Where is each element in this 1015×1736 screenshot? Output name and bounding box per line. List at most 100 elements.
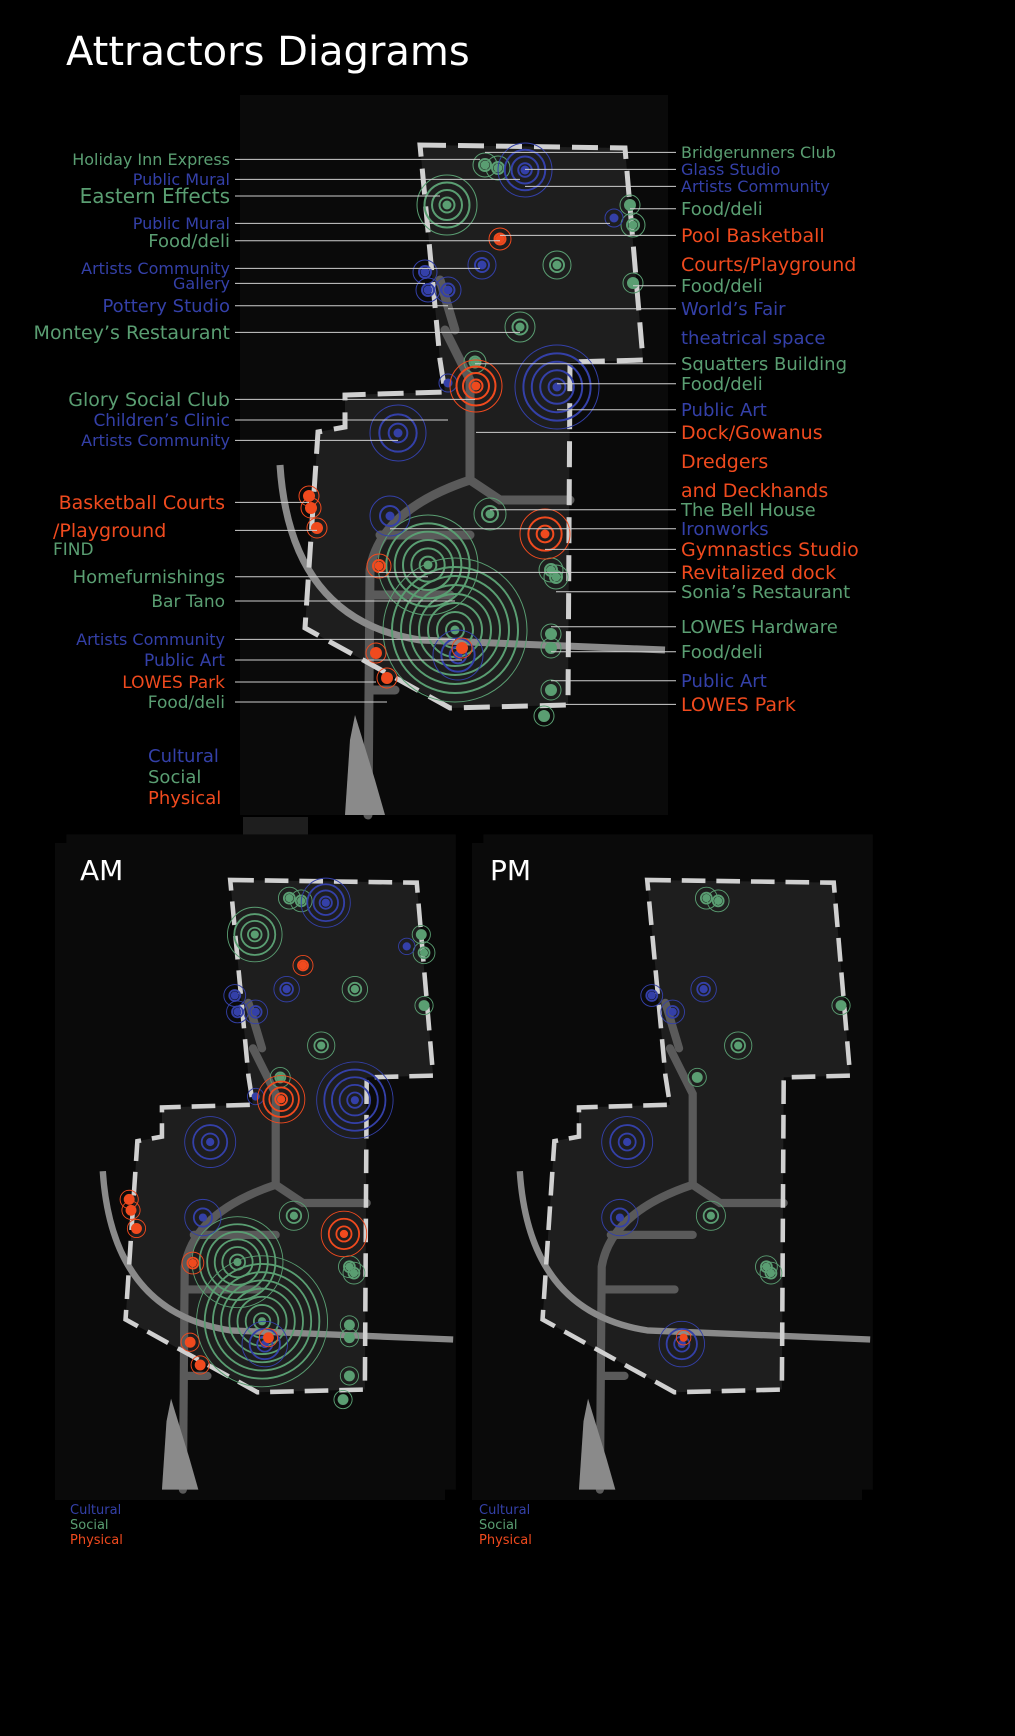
attractor-label: theatrical space (681, 328, 825, 349)
cultural-attractor (243, 999, 268, 1025)
cultural-attractor (640, 984, 664, 1007)
physical-attractor (190, 1355, 210, 1375)
physical-attractor (488, 227, 512, 251)
attractor-label: The Bell House (680, 500, 816, 521)
cultural-attractor (369, 495, 411, 537)
attractor-label: Dredgers (681, 451, 768, 473)
physical-attractor (126, 1218, 147, 1239)
social-attractor (533, 705, 555, 727)
attractor-label: Gallery (173, 274, 230, 293)
social-attractor (339, 1315, 359, 1335)
cultural-attractor (467, 250, 497, 280)
social-attractor (342, 1261, 366, 1285)
physical-attractor (180, 1332, 200, 1352)
social-attractor (759, 1261, 783, 1285)
physical-attractor (320, 1210, 368, 1258)
physical-attractor (675, 1329, 692, 1346)
attractor-label: Glory Social Club (68, 389, 230, 411)
social-attractor (543, 564, 569, 590)
cultural-attractor (273, 975, 300, 1003)
cultural-attractor (241, 1320, 288, 1368)
physical-attractor (449, 359, 503, 413)
attractor-label: LOWES Park (122, 673, 225, 693)
cultural-attractor (300, 877, 351, 928)
attractor-label: Glass Studio (681, 160, 780, 179)
physical-attractor (365, 642, 387, 664)
attractor-label: Children’s Clinic (93, 411, 230, 431)
attractor-label: Artists Community (681, 177, 830, 196)
attractor-label: FIND (53, 540, 94, 560)
cultural-attractor (398, 937, 416, 956)
pm-map: PM Cultural Social Physical (472, 834, 873, 1548)
attractor-label: Food/deli (148, 231, 230, 252)
physical-attractor (121, 1200, 141, 1220)
attractor-label: Artists Community (76, 630, 225, 649)
pm-legend-social: Social (479, 1518, 518, 1533)
social-attractor (542, 250, 572, 280)
social-attractor (227, 906, 283, 963)
attractor-label: Eastern Effects (80, 184, 230, 208)
main-map (235, 95, 676, 815)
cultural-attractor (658, 1320, 705, 1368)
attractor-label: Bar Tano (151, 592, 225, 612)
social-attractor (620, 212, 646, 238)
social-attractor (416, 174, 478, 236)
cultural-attractor (434, 276, 462, 304)
cultural-attractor (184, 1198, 222, 1237)
social-attractor (339, 1328, 359, 1348)
attractor-label: Public Mural (133, 170, 230, 189)
attractor-label: Food/deli (148, 693, 225, 713)
social-attractor (540, 679, 562, 701)
social-attractor (333, 1390, 353, 1410)
attractor-label: Pottery Studio (102, 296, 230, 317)
cultural-attractor (369, 404, 427, 462)
social-attractor (414, 995, 434, 1016)
cultural-attractor (432, 629, 484, 681)
social-attractor (339, 1366, 359, 1386)
attractor-label: LOWES Park (681, 694, 796, 716)
cultural-attractor (514, 344, 600, 430)
attractor-label: Montey’s Restaurant (34, 322, 230, 344)
attractor-label: Ironworks (681, 519, 769, 540)
attractor-label: Food/deli (681, 199, 763, 220)
attractor-label: Pool Basketball (681, 225, 825, 247)
social-attractor (540, 623, 562, 645)
social-attractor (619, 194, 641, 216)
cultural-attractor (226, 1000, 249, 1024)
attractor-label: Public Art (681, 400, 767, 421)
social-attractor (504, 311, 536, 343)
cultural-attractor (601, 1116, 654, 1168)
am-legend-cultural: Cultural (70, 1503, 121, 1518)
cultural-attractor (690, 975, 717, 1003)
attractor-label: Revitalized dock (681, 562, 836, 584)
physical-attractor (451, 637, 473, 659)
physical-attractor (376, 667, 398, 689)
cultural-attractor (415, 277, 441, 303)
attractor-label: Basketball Courts (59, 492, 225, 514)
legend-physical: Physical (148, 788, 221, 809)
cultural-attractor (316, 1061, 394, 1139)
social-attractor (412, 941, 436, 965)
cultural-attractor (660, 999, 685, 1025)
social-attractor (473, 497, 507, 531)
attractor-label: Public Art (144, 651, 225, 671)
cultural-attractor (184, 1116, 237, 1168)
cultural-attractor (604, 208, 624, 228)
physical-attractor (258, 1328, 278, 1348)
am-label: AM (80, 854, 123, 887)
pm-label: PM (490, 854, 531, 887)
social-attractor (307, 1031, 336, 1060)
physical-attractor (300, 497, 322, 519)
attractor-label: World’s Fair (681, 299, 786, 320)
attractor-label: Artists Community (81, 259, 230, 278)
page-title: Attractors Diagrams (66, 29, 470, 75)
attractor-label: LOWES Hardware (681, 617, 838, 638)
am-map: AM Cultural Social Physical (55, 834, 456, 1548)
attractor-label: Food/deli (681, 374, 763, 395)
social-attractor (411, 924, 431, 945)
attractor-label: Homefurnishings (73, 567, 225, 588)
social-attractor (278, 1200, 309, 1231)
social-attractor (341, 975, 369, 1003)
